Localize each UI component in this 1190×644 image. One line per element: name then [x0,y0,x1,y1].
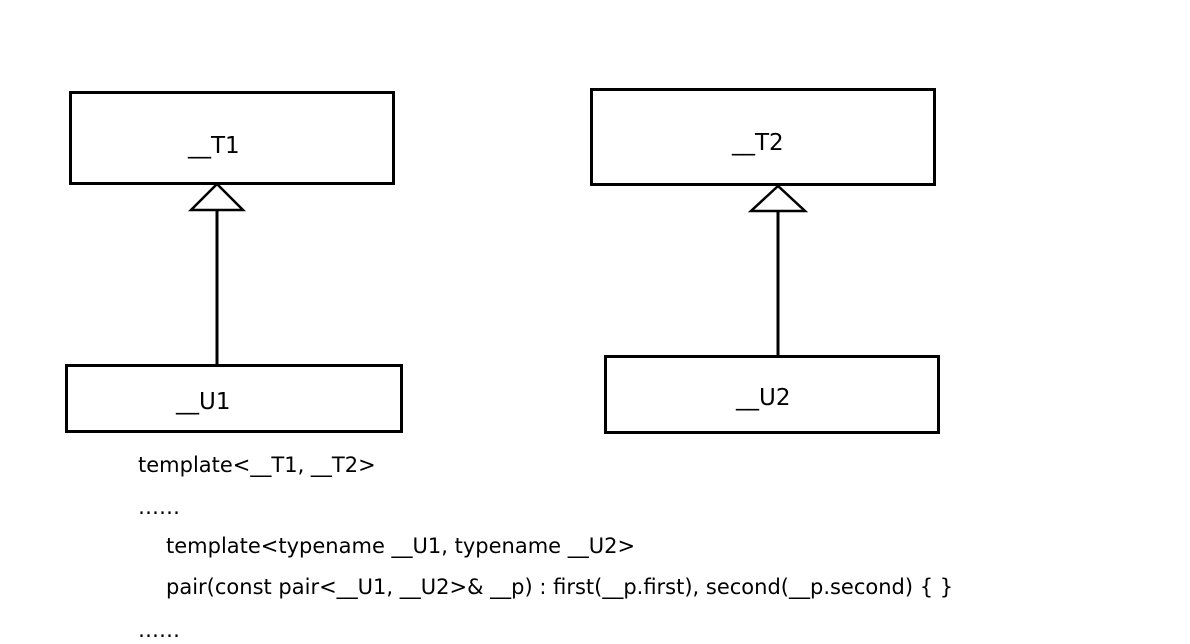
code-template-declaration: template<__T1, __T2> [138,453,376,477]
hollow-triangle-arrowhead-t2 [747,184,809,213]
hollow-triangle-arrowhead-t1 [187,182,247,212]
code-ellipsis-bottom: …… [138,618,180,642]
class-box-u2: __U2 [604,355,940,434]
class-box-u1: __U1 [65,364,403,433]
class-box-t2: __T2 [590,88,936,186]
code-template-typename: template<typename __U1, typename __U2> [166,534,636,558]
class-box-t1: __T1 [69,91,395,185]
class-box-t1-label: __T1 [188,133,240,159]
arrow-u2-to-t2 [747,184,809,357]
arrow-u1-to-t1 [187,182,247,365]
code-ellipsis-top: …… [138,495,180,519]
code-pair-constructor: pair(const pair<__U1, __U2>& __p) : firs… [166,575,954,599]
class-box-u2-label: __U2 [736,385,791,411]
class-box-u1-label: __U1 [176,389,231,415]
class-box-t2-label: __T2 [732,130,784,156]
